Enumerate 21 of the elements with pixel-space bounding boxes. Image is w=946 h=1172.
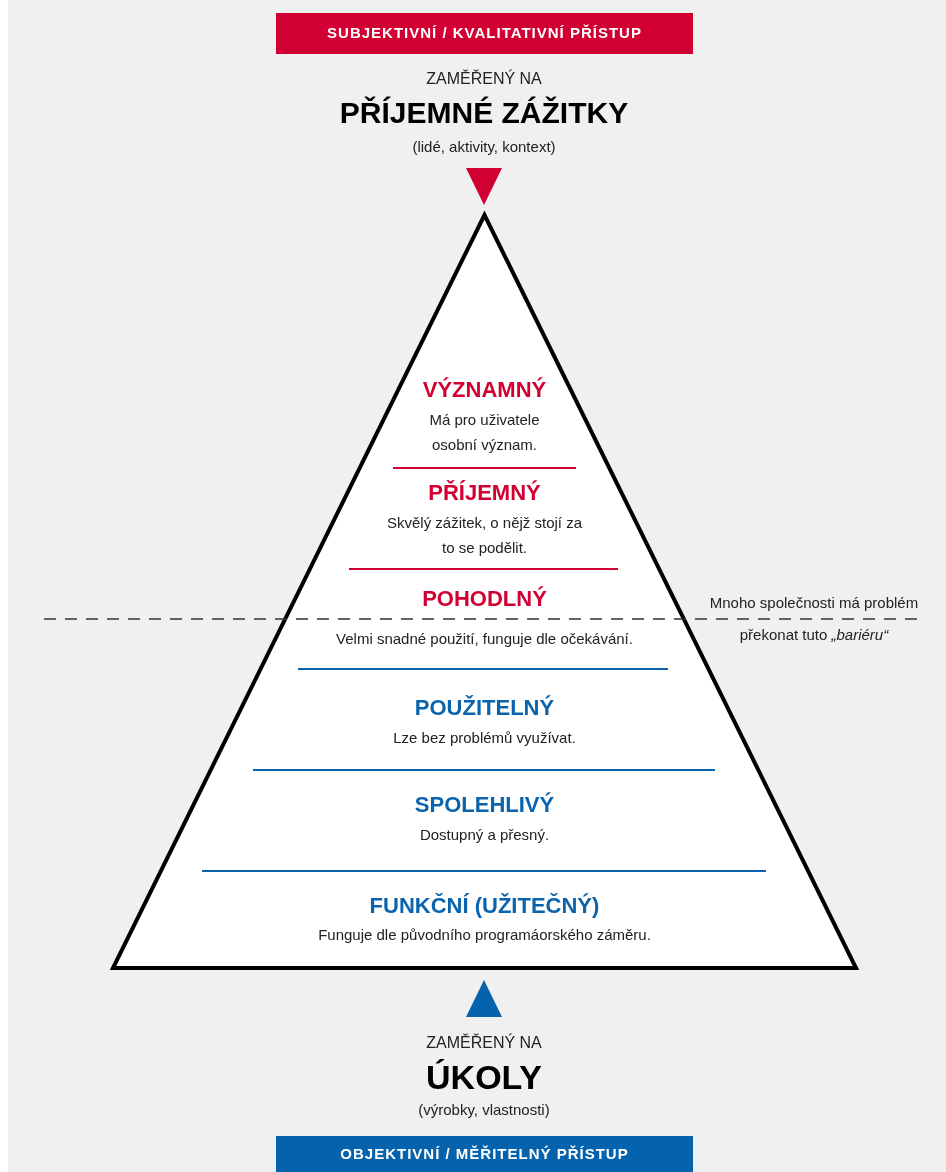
level-description: Lze bez problémů využívat. <box>393 728 576 748</box>
level-description: Skvělý zážitek, o nějž stojí za to se podělit. <box>385 513 584 558</box>
level-heading: FUNKČNÍ (UŽITEČNÝ) <box>369 893 600 919</box>
focus-heading: PŘÍJEMNÉ ZÁŽITKY <box>338 95 630 131</box>
level-heading: VÝZNAMNÝ <box>422 377 547 403</box>
level-description: Funguje dle původního programáorského záměru. <box>318 925 651 945</box>
approach-banner: SUBJEKTIVNÍ / KVALITATIVNÍ PŘÍSTUP <box>276 13 693 54</box>
level-heading: POHODLNÝ <box>422 586 547 612</box>
level-heading: SPOLEHLIVÝ <box>414 792 555 818</box>
focus-caption: ZAMĚŘENÝ NA <box>425 1033 543 1053</box>
focus-examples: (lidé, aktivity, kontext) <box>411 137 557 157</box>
approach-banner: OBJEKTIVNÍ / MĚŘITELNÝ PŘÍSTUP <box>276 1136 693 1172</box>
focus-examples: (výrobky, vlastnosti) <box>417 1100 551 1120</box>
level-heading: PŘÍJEMNÝ <box>428 480 541 506</box>
barrier-note: Mnoho společnosti má problém překonat tuto „bariéru“ <box>708 593 920 645</box>
level-description: Velmi snadné použití, funguje dle očekávání. <box>336 629 633 649</box>
level-heading: POUŽITELNÝ <box>414 695 555 721</box>
level-description: Má pro uživatele osobní význam. <box>428 410 541 455</box>
focus-caption: ZAMĚŘENÝ NA <box>425 69 543 89</box>
level-description: Dostupný a přesný. <box>419 825 550 845</box>
focus-heading: ÚKOLY <box>425 1057 543 1098</box>
